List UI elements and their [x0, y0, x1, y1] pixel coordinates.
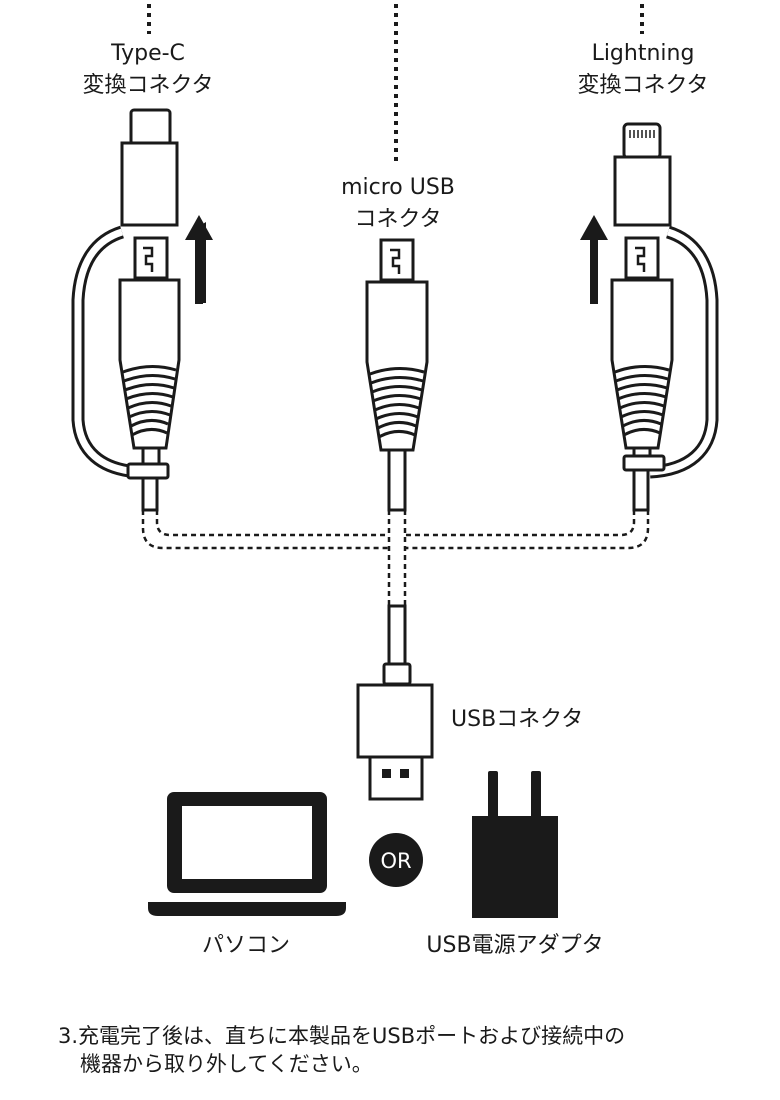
typec-connector-assembly — [71, 108, 181, 512]
instruction-note: 3.充電完了後は、直ちに本製品をUSBポートおよび接続中の 機器から取り外してく… — [58, 1022, 758, 1078]
lightning-tip — [622, 122, 662, 160]
micro-usb-label-line2: コネクタ — [354, 207, 441, 232]
lightning-collar — [622, 454, 666, 472]
usb-connector-label: USBコネクタ — [451, 707, 583, 732]
typec-label-line2: 変換コネクタ — [82, 73, 213, 98]
lightning-micro-plug — [624, 236, 660, 280]
micro-usb-connector-assembly — [365, 238, 429, 512]
lightning-label-line2: 変換コネクタ — [577, 73, 708, 98]
instruction-note-line2: 機器から取り外してください。 — [80, 1052, 373, 1076]
typec-collar — [126, 462, 170, 480]
lightning-up-arrow-icon — [580, 215, 608, 240]
instruction-note-line1: 3.充電完了後は、直ちに本製品をUSBポートおよび接続中の — [58, 1024, 626, 1048]
or-badge — [369, 833, 423, 887]
usb-adapter-label: USB電源アダプタ — [426, 933, 603, 958]
lightning-plug-housing — [610, 278, 674, 450]
lightning-adapter-body — [613, 155, 672, 227]
typec-label-line1: Type-C — [110, 41, 185, 66]
typec-micro-plug — [133, 236, 169, 280]
pc-label: パソコン — [202, 933, 290, 958]
lightning-connector-assembly — [610, 122, 719, 512]
usb-a-housing — [356, 683, 434, 759]
usb-a-connector — [356, 604, 434, 801]
or-badge-label: OR — [380, 849, 411, 873]
usb-a-plug — [368, 755, 424, 801]
typec-plug-housing — [118, 278, 181, 450]
micro-usb-label-line1: micro USB — [341, 175, 455, 200]
usb-power-adapter-icon — [472, 771, 558, 918]
lightning-label-line1: Lightning — [592, 41, 695, 66]
typec-adapter-body — [120, 141, 179, 227]
dotted-cable-paths — [141, 510, 650, 606]
typec-grip-ridges — [122, 365, 177, 437]
connection-diagram: Type-C 変換コネクタ Lightning 変換コネクタ micro USB… — [71, 4, 719, 958]
micro-usb-plug — [379, 238, 415, 282]
micro-usb-housing — [365, 280, 429, 452]
top-dotted-lines — [147, 4, 644, 162]
laptop-icon — [148, 792, 346, 916]
typec-tip — [129, 108, 172, 146]
